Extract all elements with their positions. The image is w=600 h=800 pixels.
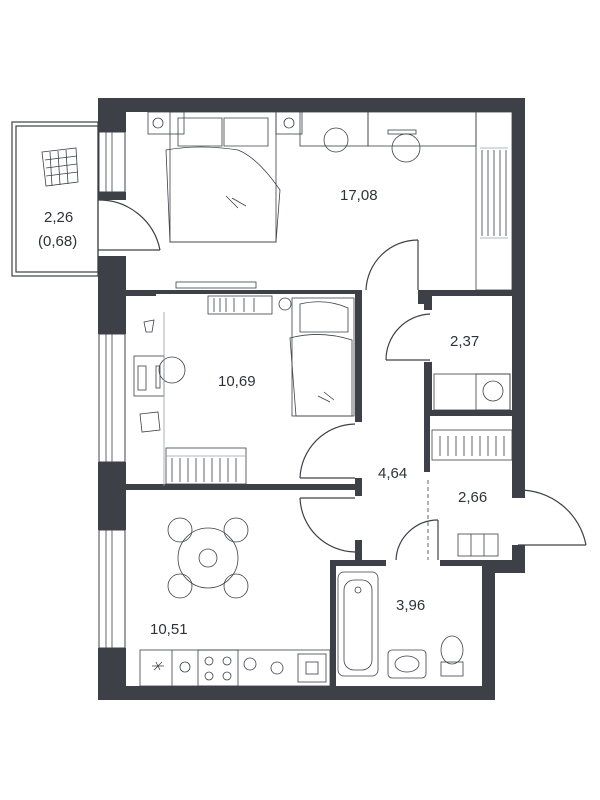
interior-walls xyxy=(126,290,518,690)
kitchen-counter xyxy=(139,649,331,687)
dining-table-icon xyxy=(177,527,239,589)
double-bed-icon xyxy=(169,111,277,243)
plant-icon xyxy=(139,411,161,433)
label-bathroom: 3,96 xyxy=(396,597,425,614)
balcony xyxy=(11,121,161,277)
label-bedroom-small: 10,69 xyxy=(218,373,256,390)
label-balcony-area: 2,26 xyxy=(44,209,73,226)
kitchen-furniture xyxy=(139,517,331,687)
chair-icon xyxy=(158,356,186,384)
wardrobe-small xyxy=(165,447,247,485)
shelf xyxy=(207,295,273,315)
washing-machine-icon xyxy=(433,373,511,411)
sink-icon xyxy=(297,653,327,683)
label-kitchen: 10,51 xyxy=(150,621,188,638)
label-entrance: 2,66 xyxy=(458,489,487,506)
bedroom-large-furniture xyxy=(147,111,513,291)
desk xyxy=(299,111,369,147)
label-storage: 2,37 xyxy=(450,333,479,350)
exterior-walls xyxy=(98,98,525,700)
desk-2 xyxy=(367,111,477,147)
wardrobe xyxy=(475,111,513,291)
bathtub-icon xyxy=(337,571,379,677)
nightstand-left xyxy=(147,111,185,135)
laundry-basket-icon xyxy=(41,147,79,187)
nightstand-right xyxy=(275,111,303,135)
bench-icon xyxy=(457,533,499,557)
windows xyxy=(98,131,126,649)
tv-icon xyxy=(175,281,257,289)
wardrobe-hall xyxy=(431,429,513,461)
label-balcony-reduced: (0,68) xyxy=(38,233,77,250)
area-labels: 2,26 (0,68) 17,08 10,69 2,37 4,64 2,66 3… xyxy=(38,187,487,638)
stove-icon xyxy=(197,649,239,687)
bathroom-fixtures xyxy=(337,571,464,679)
bedroom-small-furniture xyxy=(133,295,355,486)
washbasin-icon xyxy=(387,649,427,679)
toilet-icon xyxy=(440,635,464,665)
storage-furniture xyxy=(431,373,513,557)
label-bedroom-large: 17,08 xyxy=(340,187,378,204)
doors xyxy=(299,239,587,561)
label-hallway: 4,64 xyxy=(378,465,407,482)
chair-icon xyxy=(323,127,349,153)
